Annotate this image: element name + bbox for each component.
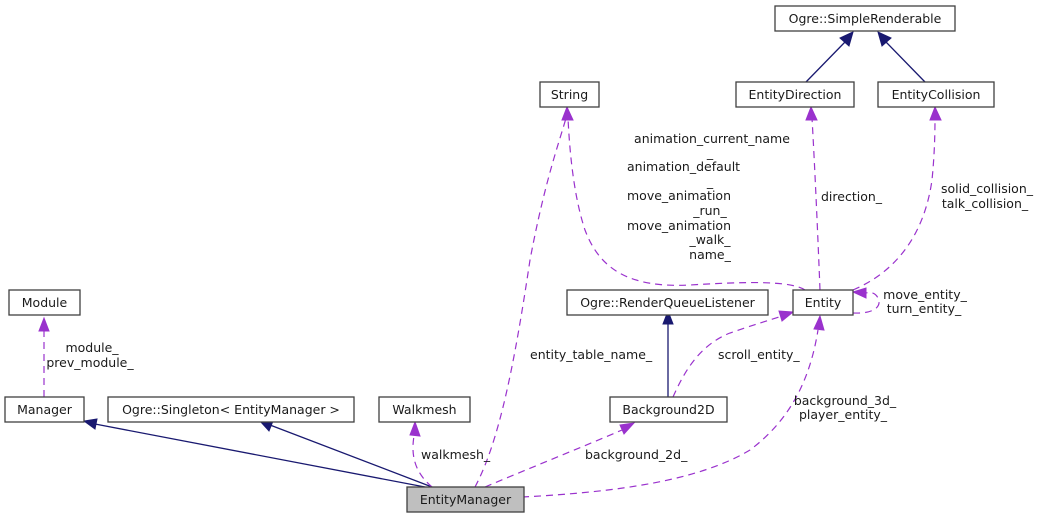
- svg-text:_: _: [706, 174, 714, 189]
- svg-text:turn_entity_: turn_entity_: [887, 301, 962, 316]
- node-string[interactable]: String: [539, 81, 600, 108]
- svg-text:scroll_entity_: scroll_entity_: [718, 347, 800, 362]
- edge-entitymanager-uses-entity: [521, 329, 819, 498]
- node-background2d[interactable]: Background2D: [609, 396, 728, 423]
- svg-text:prev_module_: prev_module_: [46, 355, 134, 370]
- edge-entity-self-loop: [852, 291, 880, 314]
- edge-entitymanager-inherits-singleton: [269, 424, 433, 488]
- edge-entity-uses-entitycollision: [852, 117, 936, 291]
- svg-text:animation_default: animation_default: [627, 159, 740, 174]
- svg-text:background_2d_: background_2d_: [585, 447, 688, 462]
- edge-entitymanager-inherits-manager: [94, 423, 426, 488]
- svg-text:module_: module_: [65, 340, 119, 355]
- node-entity[interactable]: Entity: [792, 289, 854, 316]
- svg-text:Ogre::RenderQueueListener: Ogre::RenderQueueListener: [580, 295, 755, 310]
- arrowhead-usage: [778, 310, 795, 322]
- svg-text:Background2D: Background2D: [622, 402, 714, 417]
- svg-text:Module: Module: [22, 295, 68, 310]
- node-entity-manager[interactable]: EntityManager: [406, 486, 525, 513]
- arrowhead-usage: [929, 105, 942, 121]
- node-module[interactable]: Module: [8, 289, 81, 316]
- svg-text:solid_collision_: solid_collision_: [941, 181, 1034, 196]
- svg-text:EntityManager: EntityManager: [420, 492, 512, 507]
- svg-text:Ogre::SimpleRenderable: Ogre::SimpleRenderable: [789, 11, 942, 26]
- svg-text:_walk_: _walk_: [688, 232, 731, 247]
- edge-background2d-uses-entity: [672, 315, 783, 398]
- edge-label-collision: solid_collision_ talk_collision_: [941, 181, 1034, 211]
- edge-entitymanager-uses-walkmesh: [412, 435, 433, 488]
- edge-label-self-entity: move_entity_ turn_entity_: [883, 287, 967, 316]
- edge-label-entity-table-name: entity_table_name_: [530, 347, 653, 362]
- svg-text:Walkmesh: Walkmesh: [392, 402, 456, 417]
- svg-text:walkmesh_: walkmesh_: [421, 447, 491, 462]
- arrowhead-inherit: [839, 31, 854, 47]
- svg-text:move_animation: move_animation: [627, 218, 731, 233]
- svg-text:player_entity_: player_entity_: [799, 407, 888, 422]
- arrowhead-inherit: [877, 31, 892, 47]
- node-render-queue-listener[interactable]: Ogre::RenderQueueListener: [566, 289, 769, 316]
- svg-text:background_3d_: background_3d_: [794, 393, 897, 408]
- edge-entitymanager-uses-background2d: [484, 429, 623, 488]
- svg-text:Entity: Entity: [805, 295, 842, 310]
- svg-text:EntityDirection: EntityDirection: [749, 87, 842, 102]
- node-entity-direction[interactable]: EntityDirection: [735, 81, 855, 108]
- svg-text:Ogre::Singleton< EntityManager: Ogre::Singleton< EntityManager >: [122, 402, 340, 417]
- edge-label-direction: direction_: [821, 189, 883, 204]
- arrowhead-inherit: [662, 309, 674, 325]
- node-entity-collision[interactable]: EntityCollision: [877, 81, 995, 108]
- arrowhead-usage: [813, 314, 825, 331]
- node-simple-renderable[interactable]: Ogre::SimpleRenderable: [774, 5, 956, 32]
- arrowhead-usage: [409, 420, 421, 437]
- svg-text:move_entity_: move_entity_: [883, 287, 967, 302]
- edge-label-entity-string: animation_current_name _ animation_defau…: [627, 131, 790, 262]
- svg-text:String: String: [551, 87, 588, 102]
- svg-text:EntityCollision: EntityCollision: [892, 87, 981, 102]
- arrowhead-usage: [851, 287, 867, 299]
- node-singleton[interactable]: Ogre::Singleton< EntityManager >: [107, 396, 355, 423]
- arrowhead-usage: [561, 105, 574, 121]
- node-manager[interactable]: Manager: [4, 396, 85, 423]
- edge-label-background-3d: background_3d_ player_entity_: [794, 393, 897, 422]
- edge-label-scroll-entity: scroll_entity_: [718, 347, 800, 362]
- svg-text:name_: name_: [689, 247, 731, 262]
- svg-text:Manager: Manager: [17, 402, 73, 417]
- arrowhead-inherit: [82, 418, 98, 430]
- svg-text:talk_collision_: talk_collision_: [942, 196, 1029, 211]
- svg-text:_run_: _run_: [692, 203, 727, 218]
- svg-text:_: _: [706, 145, 714, 160]
- svg-text:animation_current_name: animation_current_name: [634, 131, 790, 146]
- edge-label-module: module_ prev_module_: [46, 340, 134, 370]
- svg-text:move_animation: move_animation: [627, 188, 731, 203]
- edge-label-walkmesh: walkmesh_: [421, 447, 491, 462]
- svg-text:entity_table_name_: entity_table_name_: [530, 347, 653, 362]
- arrowhead-usage: [38, 316, 50, 332]
- edge-entitycollision-inherits-simplerenderable: [885, 41, 926, 83]
- edge-label-background-2d: background_2d_: [585, 447, 688, 462]
- edge-entitydirection-inherits-simplerenderable: [805, 41, 846, 83]
- svg-text:direction_: direction_: [821, 189, 883, 204]
- node-walkmesh[interactable]: Walkmesh: [378, 396, 471, 423]
- edge-entity-uses-entitydirection: [811, 117, 821, 291]
- arrowhead-usage: [619, 422, 636, 435]
- arrowhead-usage: [805, 105, 818, 121]
- edge-entitymanager-uses-string: [474, 117, 567, 488]
